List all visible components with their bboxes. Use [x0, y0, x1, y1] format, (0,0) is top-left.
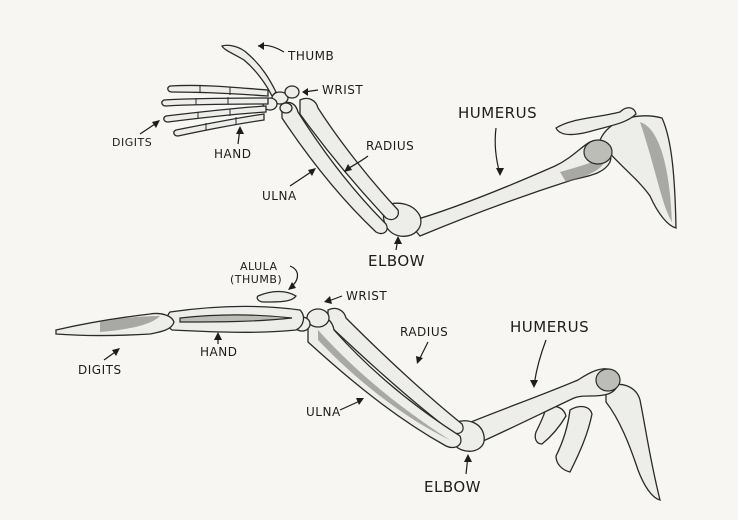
label-alula-line2: (THUMB) — [230, 273, 282, 286]
label-radius-bottom: RADIUS — [400, 325, 448, 339]
label-wrist-bottom: WRIST — [346, 289, 387, 303]
label-ulna-top: ULNA — [262, 189, 297, 203]
bird-wing-labels: ALULA (THUMB) WRIST DIGITS HAND RADIUS H… — [78, 260, 589, 496]
label-digits-bottom: DIGITS — [78, 363, 122, 377]
label-wrist-top: WRIST — [322, 83, 363, 97]
label-elbow-bottom: ELBOW — [424, 478, 481, 496]
humerus-bone — [408, 141, 611, 236]
label-hand-top: HAND — [214, 147, 251, 161]
label-humerus-top: HUMERUS — [458, 104, 537, 122]
label-thumb-top: THUMB — [287, 49, 334, 63]
label-ulna-bottom: ULNA — [306, 405, 341, 419]
label-hand-bottom: HAND — [200, 345, 237, 359]
ulna-bone — [282, 102, 387, 233]
label-radius-top: RADIUS — [366, 139, 414, 153]
label-digits-top: DIGITS — [112, 136, 152, 149]
hand-digits — [162, 85, 268, 136]
coracoid-bone — [606, 384, 660, 500]
alula-bone — [257, 292, 296, 303]
label-elbow-top: ELBOW — [368, 252, 425, 270]
label-alula-line1: ALULA — [240, 260, 278, 273]
label-humerus-bottom: HUMERUS — [510, 318, 589, 336]
